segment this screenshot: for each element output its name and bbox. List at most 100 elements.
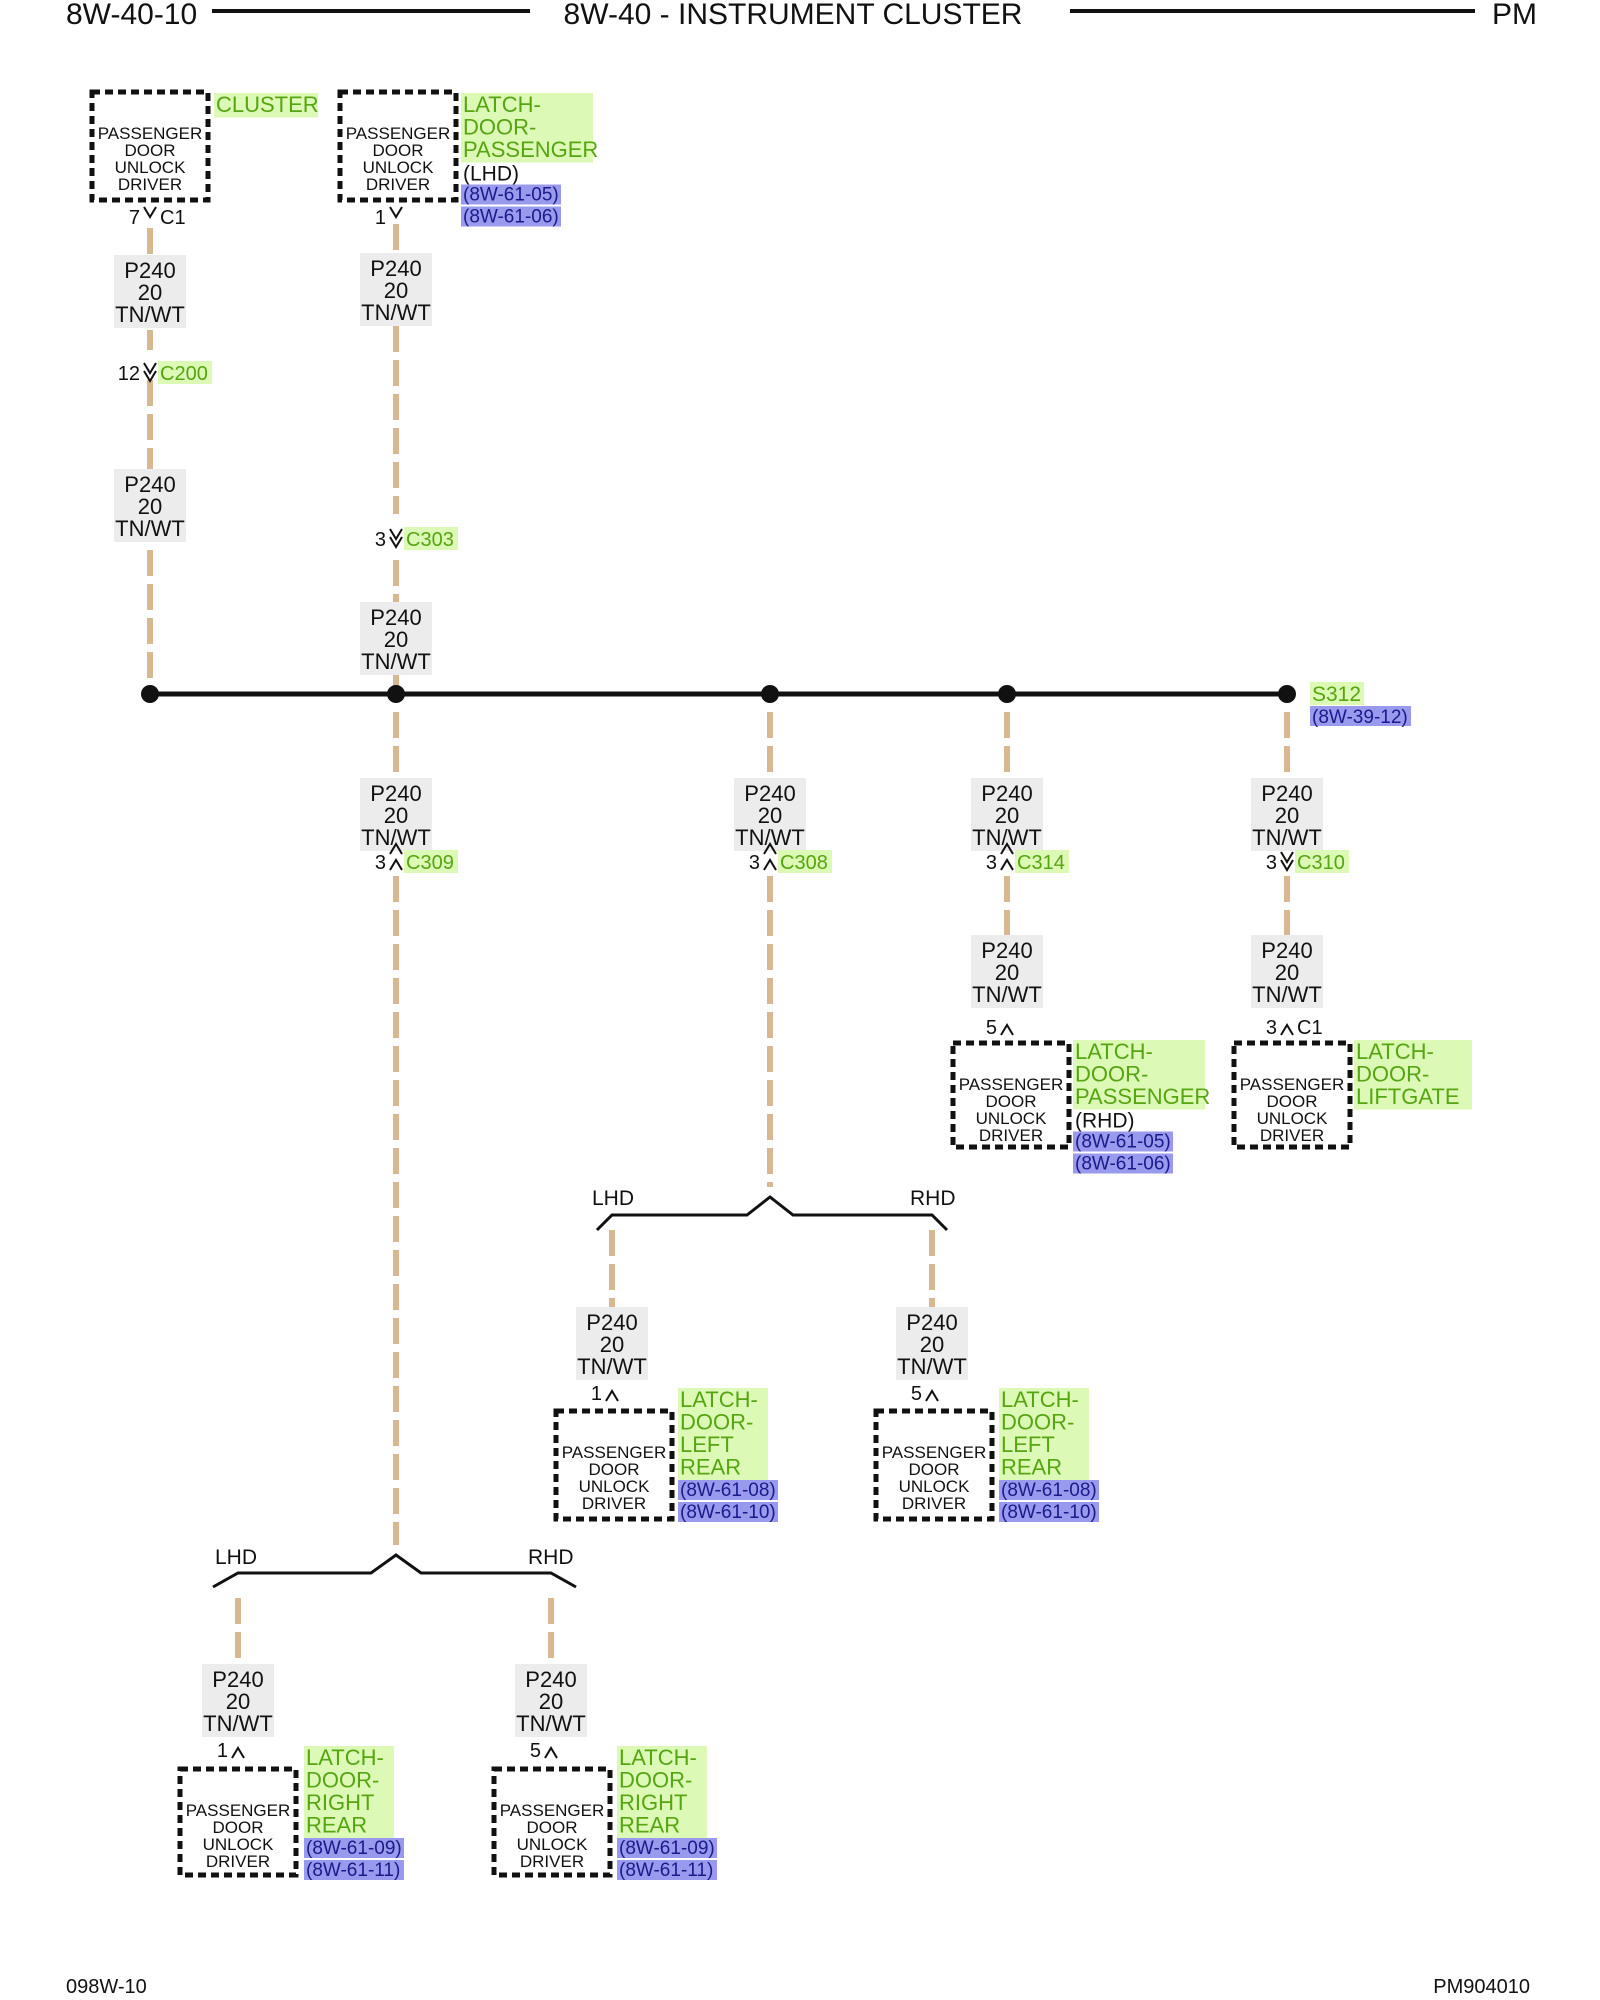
component-function-label: DOOR	[909, 1460, 960, 1479]
reference-link[interactable]: (8W-61-06)	[463, 207, 559, 228]
branch-label-rhd: RHD	[528, 1546, 574, 1569]
connector-name: C308	[780, 852, 828, 874]
wire-circuit: P240	[370, 781, 421, 806]
reference-link[interactable]: (8W-61-05)	[463, 185, 559, 206]
wire-label-bg	[734, 778, 806, 851]
component-function-label: UNLOCK	[115, 158, 187, 177]
reference-link[interactable]: (8W-61-06)	[1075, 1154, 1171, 1175]
component: PASSENGERDOORUNLOCKDRIVERLATCH-DOOR-RIGH…	[491, 1745, 717, 1881]
footer-right-code: PM904010	[1433, 1976, 1530, 1998]
reference-link[interactable]: (8W-61-11)	[619, 1860, 713, 1881]
connector-glyph-icon	[1000, 1023, 1014, 1036]
reference-bg	[617, 1860, 717, 1880]
component-box	[873, 1408, 995, 1522]
component-name-bg	[461, 93, 593, 163]
reference-link[interactable]: (8W-61-08)	[1001, 1480, 1097, 1501]
component-function-label: DOOR	[373, 141, 424, 160]
reference-link[interactable]: (8W-61-09)	[306, 1838, 402, 1859]
branch-label-lhd: LHD	[215, 1546, 257, 1569]
connector: 5	[911, 1383, 939, 1405]
wire-color: TN/WT	[897, 1354, 967, 1379]
wire-gauge: 20	[138, 494, 162, 519]
connector-name: C1	[1297, 1017, 1323, 1039]
component-function-label: DOOR	[125, 141, 176, 160]
component-function-label: PASSENGER	[562, 1443, 667, 1462]
component-function-label: UNLOCK	[517, 1835, 589, 1854]
connector-glyph-icon	[389, 536, 403, 549]
wire-gauge: 20	[995, 803, 1019, 828]
component-name: LATCH-	[463, 92, 541, 117]
wire-color: TN/WT	[115, 302, 185, 327]
splice-label-bg	[1310, 682, 1364, 705]
wire-circuit: P240	[525, 1667, 576, 1692]
connector-name-bg	[1015, 850, 1069, 873]
component-function-label: UNLOCK	[363, 158, 435, 177]
component: PASSENGERDOORUNLOCKDRIVERLATCH-DOOR-LIFT…	[1231, 1039, 1472, 1150]
component-variant: (LHD)	[463, 163, 519, 186]
splice-node	[387, 685, 405, 703]
component: PASSENGERDOORUNLOCKDRIVERLATCH-DOOR-PASS…	[950, 1039, 1210, 1175]
wire-circuit: P240	[906, 1310, 957, 1335]
connector-glyph-icon	[1280, 1023, 1294, 1036]
component-name: DOOR-	[1356, 1062, 1429, 1087]
connector-glyph-icon	[389, 842, 403, 855]
wire-circuit: P240	[370, 605, 421, 630]
component-name: REAR	[1001, 1455, 1062, 1480]
component-name-bg	[214, 93, 318, 118]
reference-link[interactable]: (8W-61-09)	[619, 1838, 715, 1859]
component-name: REAR	[680, 1455, 741, 1480]
reference-link[interactable]: (8W-61-05)	[1075, 1132, 1171, 1153]
reference-link[interactable]: (8W-61-08)	[680, 1480, 776, 1501]
component-box	[177, 1766, 299, 1878]
splice-node	[141, 685, 159, 703]
component-function-label: DRIVER	[902, 1494, 966, 1513]
connector-pin: 7	[129, 207, 140, 229]
branch-label-rhd: RHD	[910, 1187, 956, 1210]
reference-bg	[617, 1838, 717, 1858]
reference-bg	[999, 1480, 1099, 1500]
connector-glyph-icon	[143, 206, 157, 219]
component-name-bg	[1354, 1040, 1472, 1110]
branch-line	[595, 1195, 949, 1232]
wire-gauge: 20	[920, 1332, 944, 1357]
branch-line	[212, 1553, 577, 1589]
component-function-label: UNLOCK	[976, 1109, 1048, 1128]
wire-label-bg	[971, 935, 1043, 1008]
wire-gauge: 20	[384, 627, 408, 652]
wire-label-bg	[896, 1307, 968, 1380]
wire-labels: P24020TN/WTP24020TN/WTP24020TN/WTP24020T…	[114, 253, 1323, 1737]
connector-pin: 1	[217, 1740, 228, 1762]
connector-glyph-icon	[544, 1746, 558, 1759]
component-name-bg	[617, 1746, 707, 1838]
wire-color: TN/WT	[361, 825, 431, 850]
connector-name: C1	[160, 207, 186, 229]
component-name: LATCH-	[306, 1745, 384, 1770]
reference-link[interactable]: (8W-61-11)	[306, 1860, 400, 1881]
connector-glyph-icon	[143, 370, 157, 383]
connector: 1	[591, 1383, 619, 1405]
component-name: LATCH-	[680, 1387, 758, 1412]
component-function-label: DOOR	[527, 1818, 578, 1837]
component: PASSENGERDOORUNLOCKDRIVERLATCH-DOOR-RIGH…	[177, 1745, 404, 1881]
wire-circuit: P240	[981, 938, 1032, 963]
component-name: LEFT	[1001, 1432, 1055, 1457]
component-name: PASSENGER	[1075, 1084, 1210, 1109]
wire-circuit: P240	[212, 1667, 263, 1692]
splice-nodes	[141, 685, 1296, 703]
component-name-bg	[999, 1388, 1089, 1480]
reference-link[interactable]: (8W-61-10)	[1001, 1502, 1097, 1523]
connector-name-bg	[404, 850, 458, 873]
component-name: PASSENGER	[463, 137, 598, 162]
wire-label-bg	[971, 778, 1043, 851]
reference-link[interactable]: (8W-61-10)	[680, 1502, 776, 1523]
